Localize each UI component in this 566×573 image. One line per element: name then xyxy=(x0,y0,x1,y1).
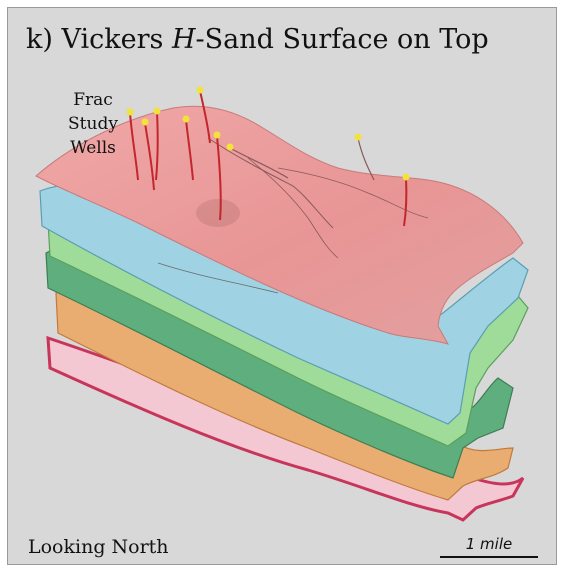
title-prefix: k) Vickers xyxy=(26,24,172,55)
wells-label-line: Study xyxy=(68,114,118,134)
frac-study-wells xyxy=(126,86,410,227)
well-path xyxy=(185,119,194,181)
well-path xyxy=(199,90,211,144)
well-path xyxy=(129,112,139,181)
scale-label: 1 mile xyxy=(465,535,513,553)
well-path xyxy=(155,111,159,181)
title-suffix: -Sand Surface on Top xyxy=(195,24,489,55)
well-marker xyxy=(213,131,221,139)
fault-trace xyxy=(277,167,429,219)
well-marker xyxy=(196,86,204,94)
well-path xyxy=(216,135,222,221)
figure-panel: k) Vickers H-Sand Surface on Top Frac St… xyxy=(7,7,557,565)
well-marker xyxy=(126,108,134,116)
wells-label-line: Wells xyxy=(70,138,116,158)
wells-label: Frac Study Wells xyxy=(48,88,138,160)
fault-trace xyxy=(247,157,339,259)
fault-trace xyxy=(207,137,334,229)
well-path xyxy=(144,122,155,191)
well-path xyxy=(403,177,408,227)
well-marker xyxy=(153,107,161,115)
wells-label-line: Frac xyxy=(73,90,113,110)
title-italic-letter: H xyxy=(171,24,196,55)
well-path xyxy=(357,137,375,181)
well-marker xyxy=(182,115,190,123)
well-marker xyxy=(354,133,362,141)
well-path xyxy=(229,147,289,179)
well-marker xyxy=(141,118,149,126)
fault-trace xyxy=(157,262,279,294)
scale-bar: 1 mile xyxy=(440,535,538,558)
surface-shadow xyxy=(196,199,240,227)
scale-bar-line xyxy=(440,556,538,558)
view-direction-label: Looking North xyxy=(28,536,169,558)
well-marker xyxy=(226,143,234,151)
surface-stack-3d xyxy=(35,86,529,522)
well-marker xyxy=(402,173,410,181)
figure-title: k) Vickers H-Sand Surface on Top xyxy=(26,24,489,55)
